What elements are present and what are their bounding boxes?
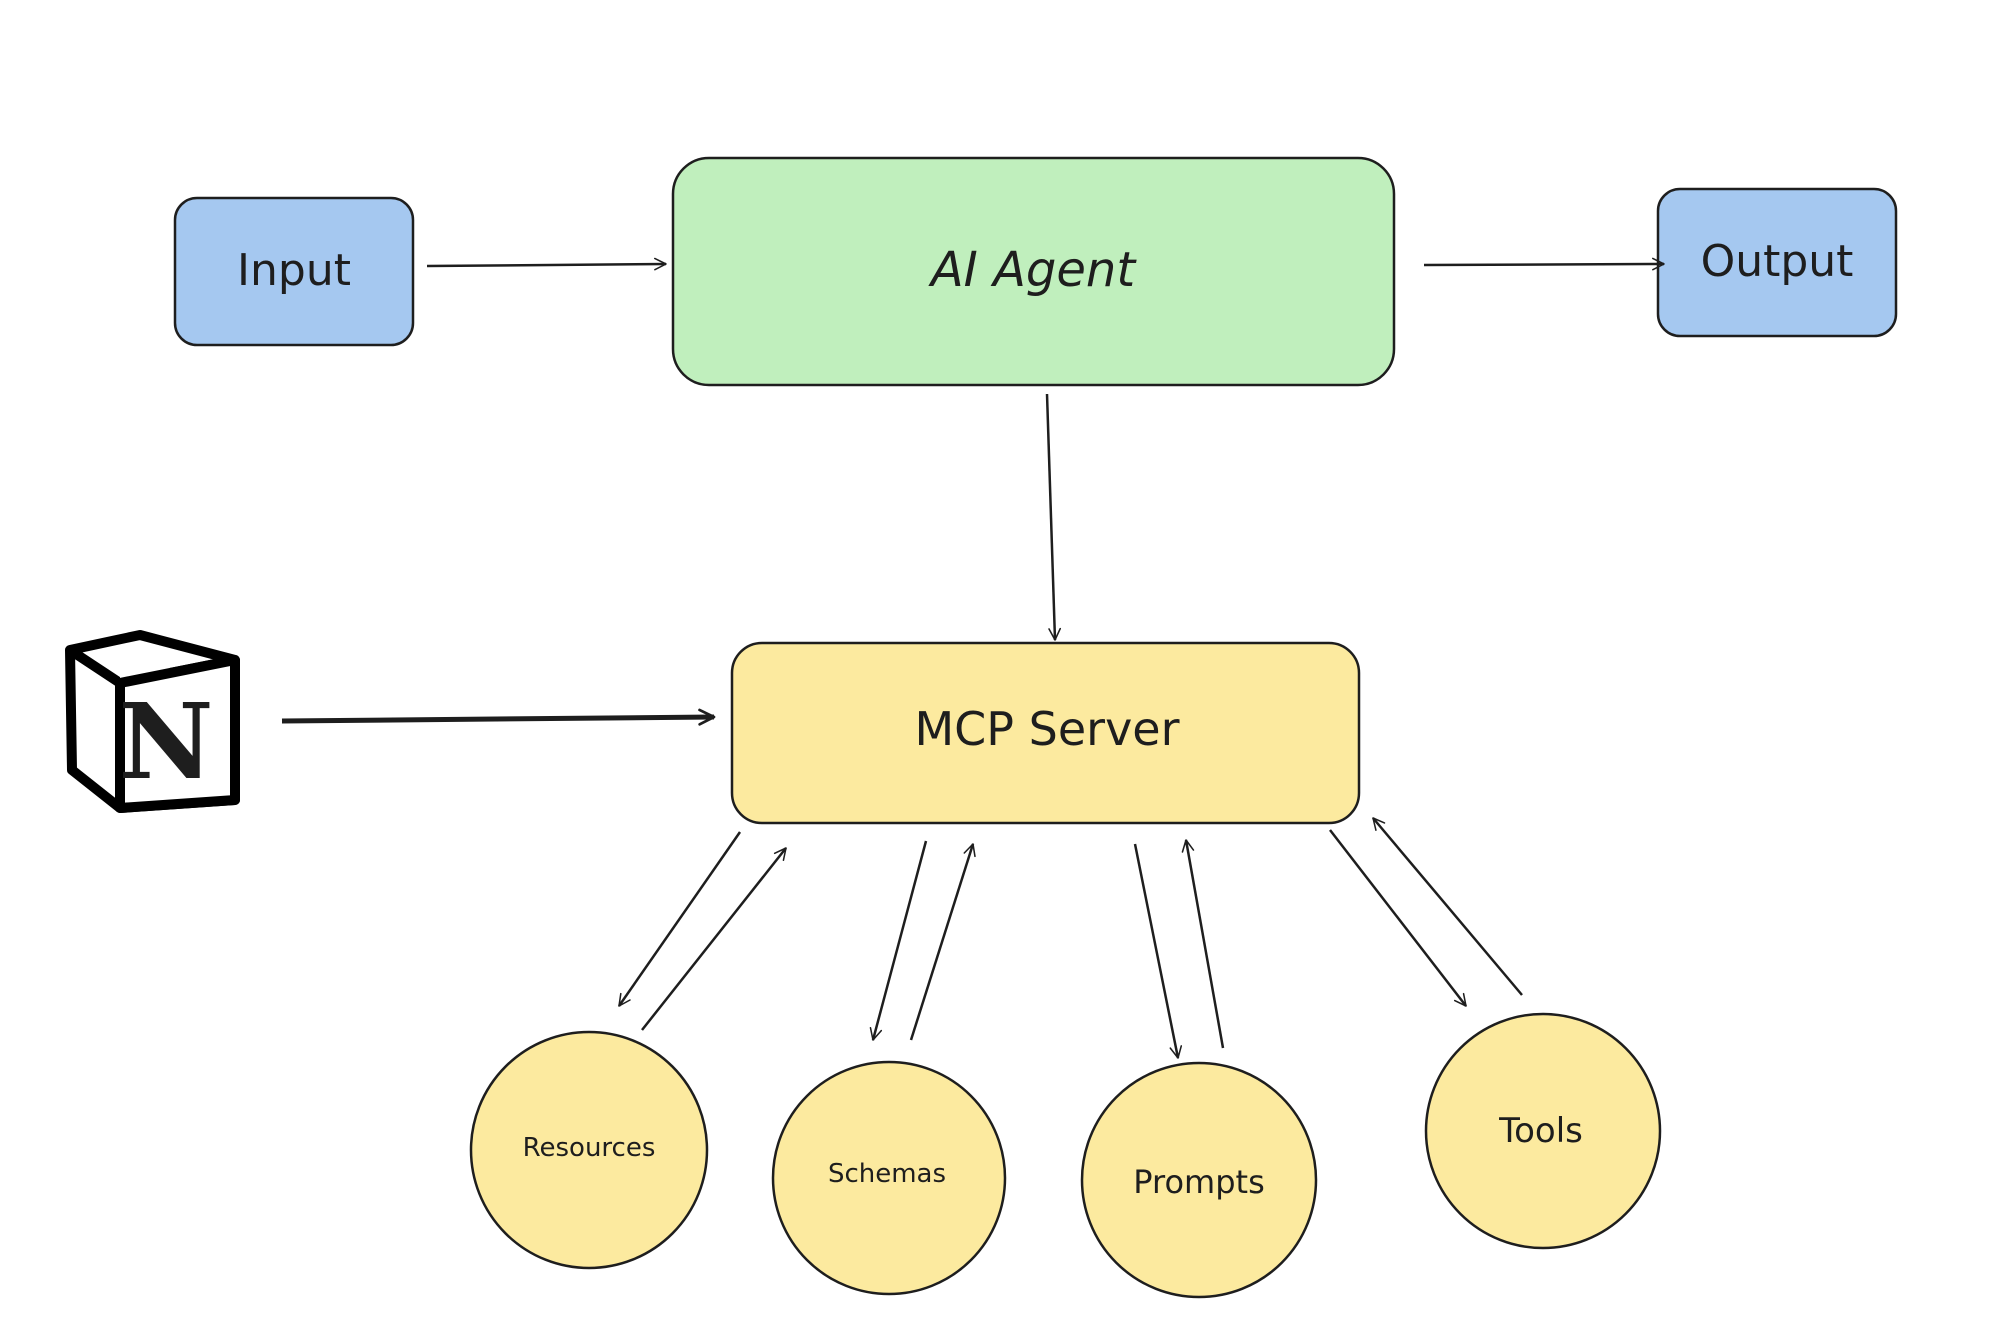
arrow-tools-to-server [1372,817,1523,996]
resources-label: Resources [523,1133,656,1163]
mcp-server-box [730,641,1361,825]
arrow-server-to-resources [617,831,742,1007]
notion-logo-letter: N [118,680,213,803]
output-node: Output [1656,187,1898,338]
ai-agent-node: AI Agent [671,156,1396,387]
arrow-agent-to-server [1045,393,1062,641]
input-node: Input [173,196,415,347]
arrow-input-to-agent [426,257,667,271]
arrow-server-to-schemas [869,840,928,1041]
mcp-server-label: MCP Server [914,702,1179,756]
mcp-server-node: MCP Server [730,641,1361,825]
prompts-circle [1080,1061,1318,1299]
resources-node: Resources [469,1030,709,1270]
prompts-node: Prompts [1080,1061,1318,1299]
arrow-server-to-tools [1329,829,1467,1007]
schemas-label: Schemas [828,1159,946,1189]
output-label: Output [1701,236,1854,287]
arrow-schemas-to-server [909,843,976,1041]
arrow-server-to-prompts [1133,843,1183,1059]
ai-agent-label: AI Agent [928,242,1138,298]
schemas-circle [771,1060,1007,1296]
prompts-label: Prompts [1133,1163,1264,1201]
arrow-agent-to-output [1423,257,1665,271]
arrow-prompts-to-server [1181,839,1225,1049]
tools-node: Tools [1424,1012,1662,1250]
schemas-node: Schemas [771,1060,1007,1296]
tools-label: Tools [1498,1111,1583,1151]
resources-circle [469,1030,709,1270]
notion-logo: N [65,630,240,813]
input-label: Input [237,245,351,296]
notion-logo-face-outline [115,655,240,813]
input-box [173,196,415,347]
arrow-notion-to-server [281,708,716,726]
arrow-resources-to-server [641,847,787,1031]
ai-agent-box [671,156,1396,387]
tools-circle [1424,1012,1662,1250]
